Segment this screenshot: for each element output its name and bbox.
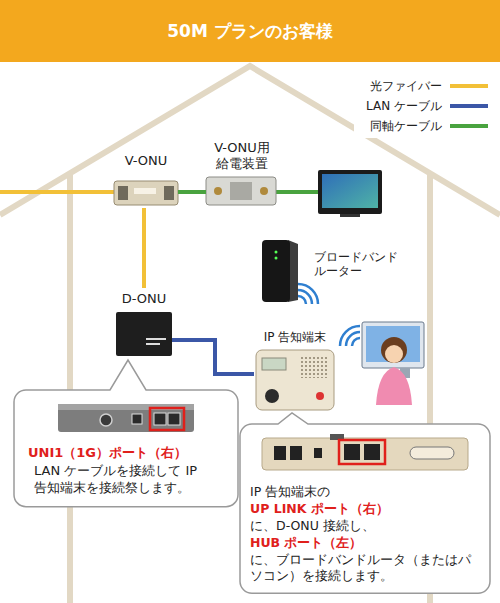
legend-text: 光ファイバー [370,78,442,95]
monitor-frame [362,322,424,368]
device-label: V-ONU用 給電装置 [206,140,278,171]
router-led [275,251,278,254]
device-label-box: V-ONU用 給電装置 [206,140,278,208]
d-onu-device [116,312,172,356]
device-label: ブロードバンド ルーター [314,250,414,279]
person-body [376,367,412,405]
callout-text: LAN ケーブルを接続して IP 告知端末を接続祭します。 [28,462,230,497]
device-body [114,181,178,205]
title: 50M プランのお客様 [167,20,333,43]
cable-connector [172,340,254,374]
v-onu-device [114,181,178,205]
device-body [206,177,276,205]
device-label-box: V-ONU [114,150,178,208]
callout-text: に、ブロードバンドルータ（またはパソコン）を接続します。 [250,552,482,586]
legend-row: 同軸ケーブル [356,116,490,136]
fiber-cable [0,190,114,194]
device-panel-picture [262,434,468,470]
device-label-box: ブロードバンド ルーター [256,236,414,304]
coax-cable [276,190,318,194]
legend-sample [448,101,490,111]
cable-connector [142,208,146,288]
device-body [116,312,172,356]
device-body [256,350,334,410]
device-part [230,182,252,200]
device-part [118,186,128,200]
device-panel-picture [58,404,194,432]
person-face [385,345,403,363]
wifi-wave [340,326,360,346]
legend-row: 光ファイバー [356,76,490,96]
device-label-box: D-ONU [116,288,172,360]
port-heading: UNI1（1G）ポート（右） [28,444,230,462]
tv-screen [322,174,378,208]
legend-line [450,124,488,128]
connector [260,187,268,195]
title-holder: 50M プランのお客様 [0,0,500,62]
tv-frame [318,170,382,214]
wifi-wave [346,332,360,346]
legend-text: 同軸ケーブル [370,118,442,135]
display [262,358,286,370]
device-label: IP 告知端末 [264,330,327,344]
legend-line [450,84,488,88]
legend-text: LAN ケーブル [366,98,442,115]
callout-text: に、D-ONU 接続し、 [250,518,482,535]
button [316,392,324,400]
device-sticker [134,188,156,194]
callout-bubble: UNI1（1G）ポート（右）LAN ケーブルを接続して IP 告知端末を接続祭し… [14,390,238,507]
ip-terminal-device [256,350,334,410]
pc-user [340,322,424,405]
connector [214,187,222,195]
callout-shape [14,360,238,507]
wifi-wave [352,338,360,346]
router-led [275,257,278,260]
port-heading: UP LINK ポート（右） [250,501,482,518]
speaker-grille [300,356,328,378]
wifi-wave [298,284,318,304]
device-marking [146,338,166,340]
power-supply-device [206,177,276,205]
title-band [0,0,500,62]
legend-sample [448,121,490,131]
legend-row: LAN ケーブル [356,96,490,116]
house-roof [0,66,500,215]
device-label: D-ONU [122,291,167,307]
legend-sample [448,81,490,91]
port-heading: HUB ポート（左） [250,535,482,552]
router-front [262,240,290,302]
device-label: V-ONU [125,153,168,169]
device-label-box: IP 告知端末 [254,326,336,414]
legend-line [450,104,488,108]
wifi-wave [298,290,312,304]
callout-shape [240,413,490,593]
tv-stand [340,214,360,217]
house-wall [67,173,73,603]
device-marking [146,343,160,345]
callout-text: IP 告知端末の [250,484,482,501]
router-device [262,240,318,304]
legend: 光ファイバー LAN ケーブル同軸ケーブル [354,74,492,138]
cable-connector [178,190,206,194]
tv-set [318,170,382,217]
callout-bubble: IP 告知端末のUP LINK ポート（右）に、D-ONU 接続し、HUB ポー… [240,424,490,593]
person-hair [381,337,407,363]
wifi-wave [298,296,306,304]
knob [265,389,279,403]
monitor-screen [366,326,420,362]
device-part [164,186,174,200]
